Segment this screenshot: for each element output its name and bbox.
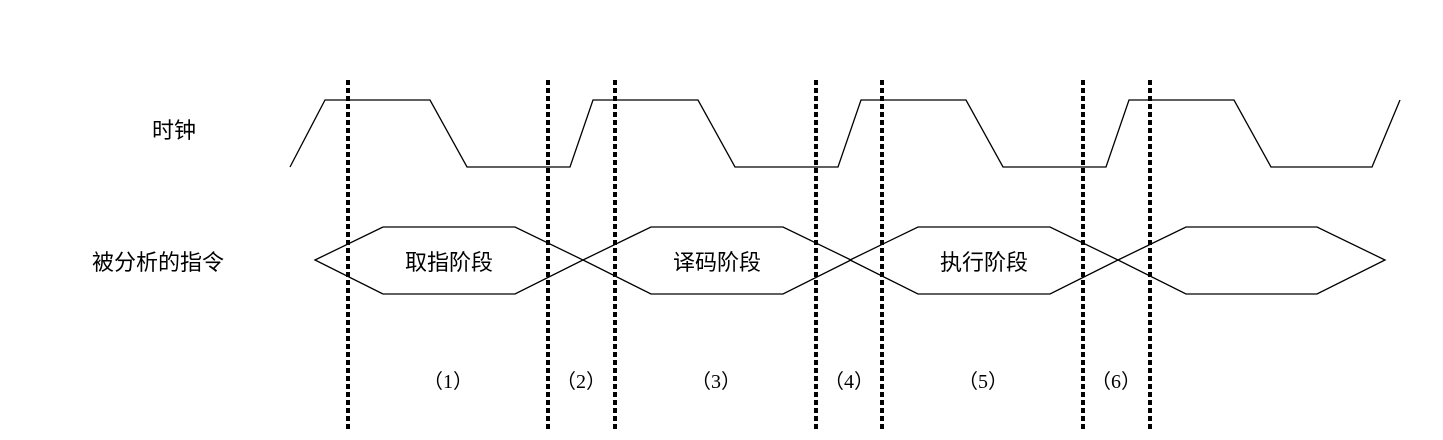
clock-waveform bbox=[289, 99, 1401, 168]
interval-label: （2） bbox=[556, 370, 606, 393]
instruction-label: 被分析的指令 bbox=[92, 251, 224, 276]
instruction-bus bbox=[313, 226, 1387, 295]
interval-label: （6） bbox=[1091, 370, 1141, 393]
instruction-segment bbox=[1116, 226, 1387, 295]
interval-labels: （1） （2） （3） （4） （5） （6） bbox=[423, 370, 1141, 393]
stage-label: 译码阶段 bbox=[673, 251, 761, 276]
stage-label: 执行阶段 bbox=[940, 251, 1028, 276]
boundary-lines bbox=[346, 80, 1152, 430]
stage-label: 取指阶段 bbox=[405, 251, 493, 276]
interval-label: （5） bbox=[958, 370, 1008, 393]
clock-label: 时钟 bbox=[152, 119, 196, 144]
clock-signal bbox=[289, 99, 1401, 168]
stage-labels: 取指阶段 译码阶段 执行阶段 bbox=[405, 251, 1028, 276]
interval-label: （3） bbox=[691, 370, 741, 393]
interval-label: （1） bbox=[423, 370, 473, 393]
interval-label: （4） bbox=[824, 370, 874, 393]
